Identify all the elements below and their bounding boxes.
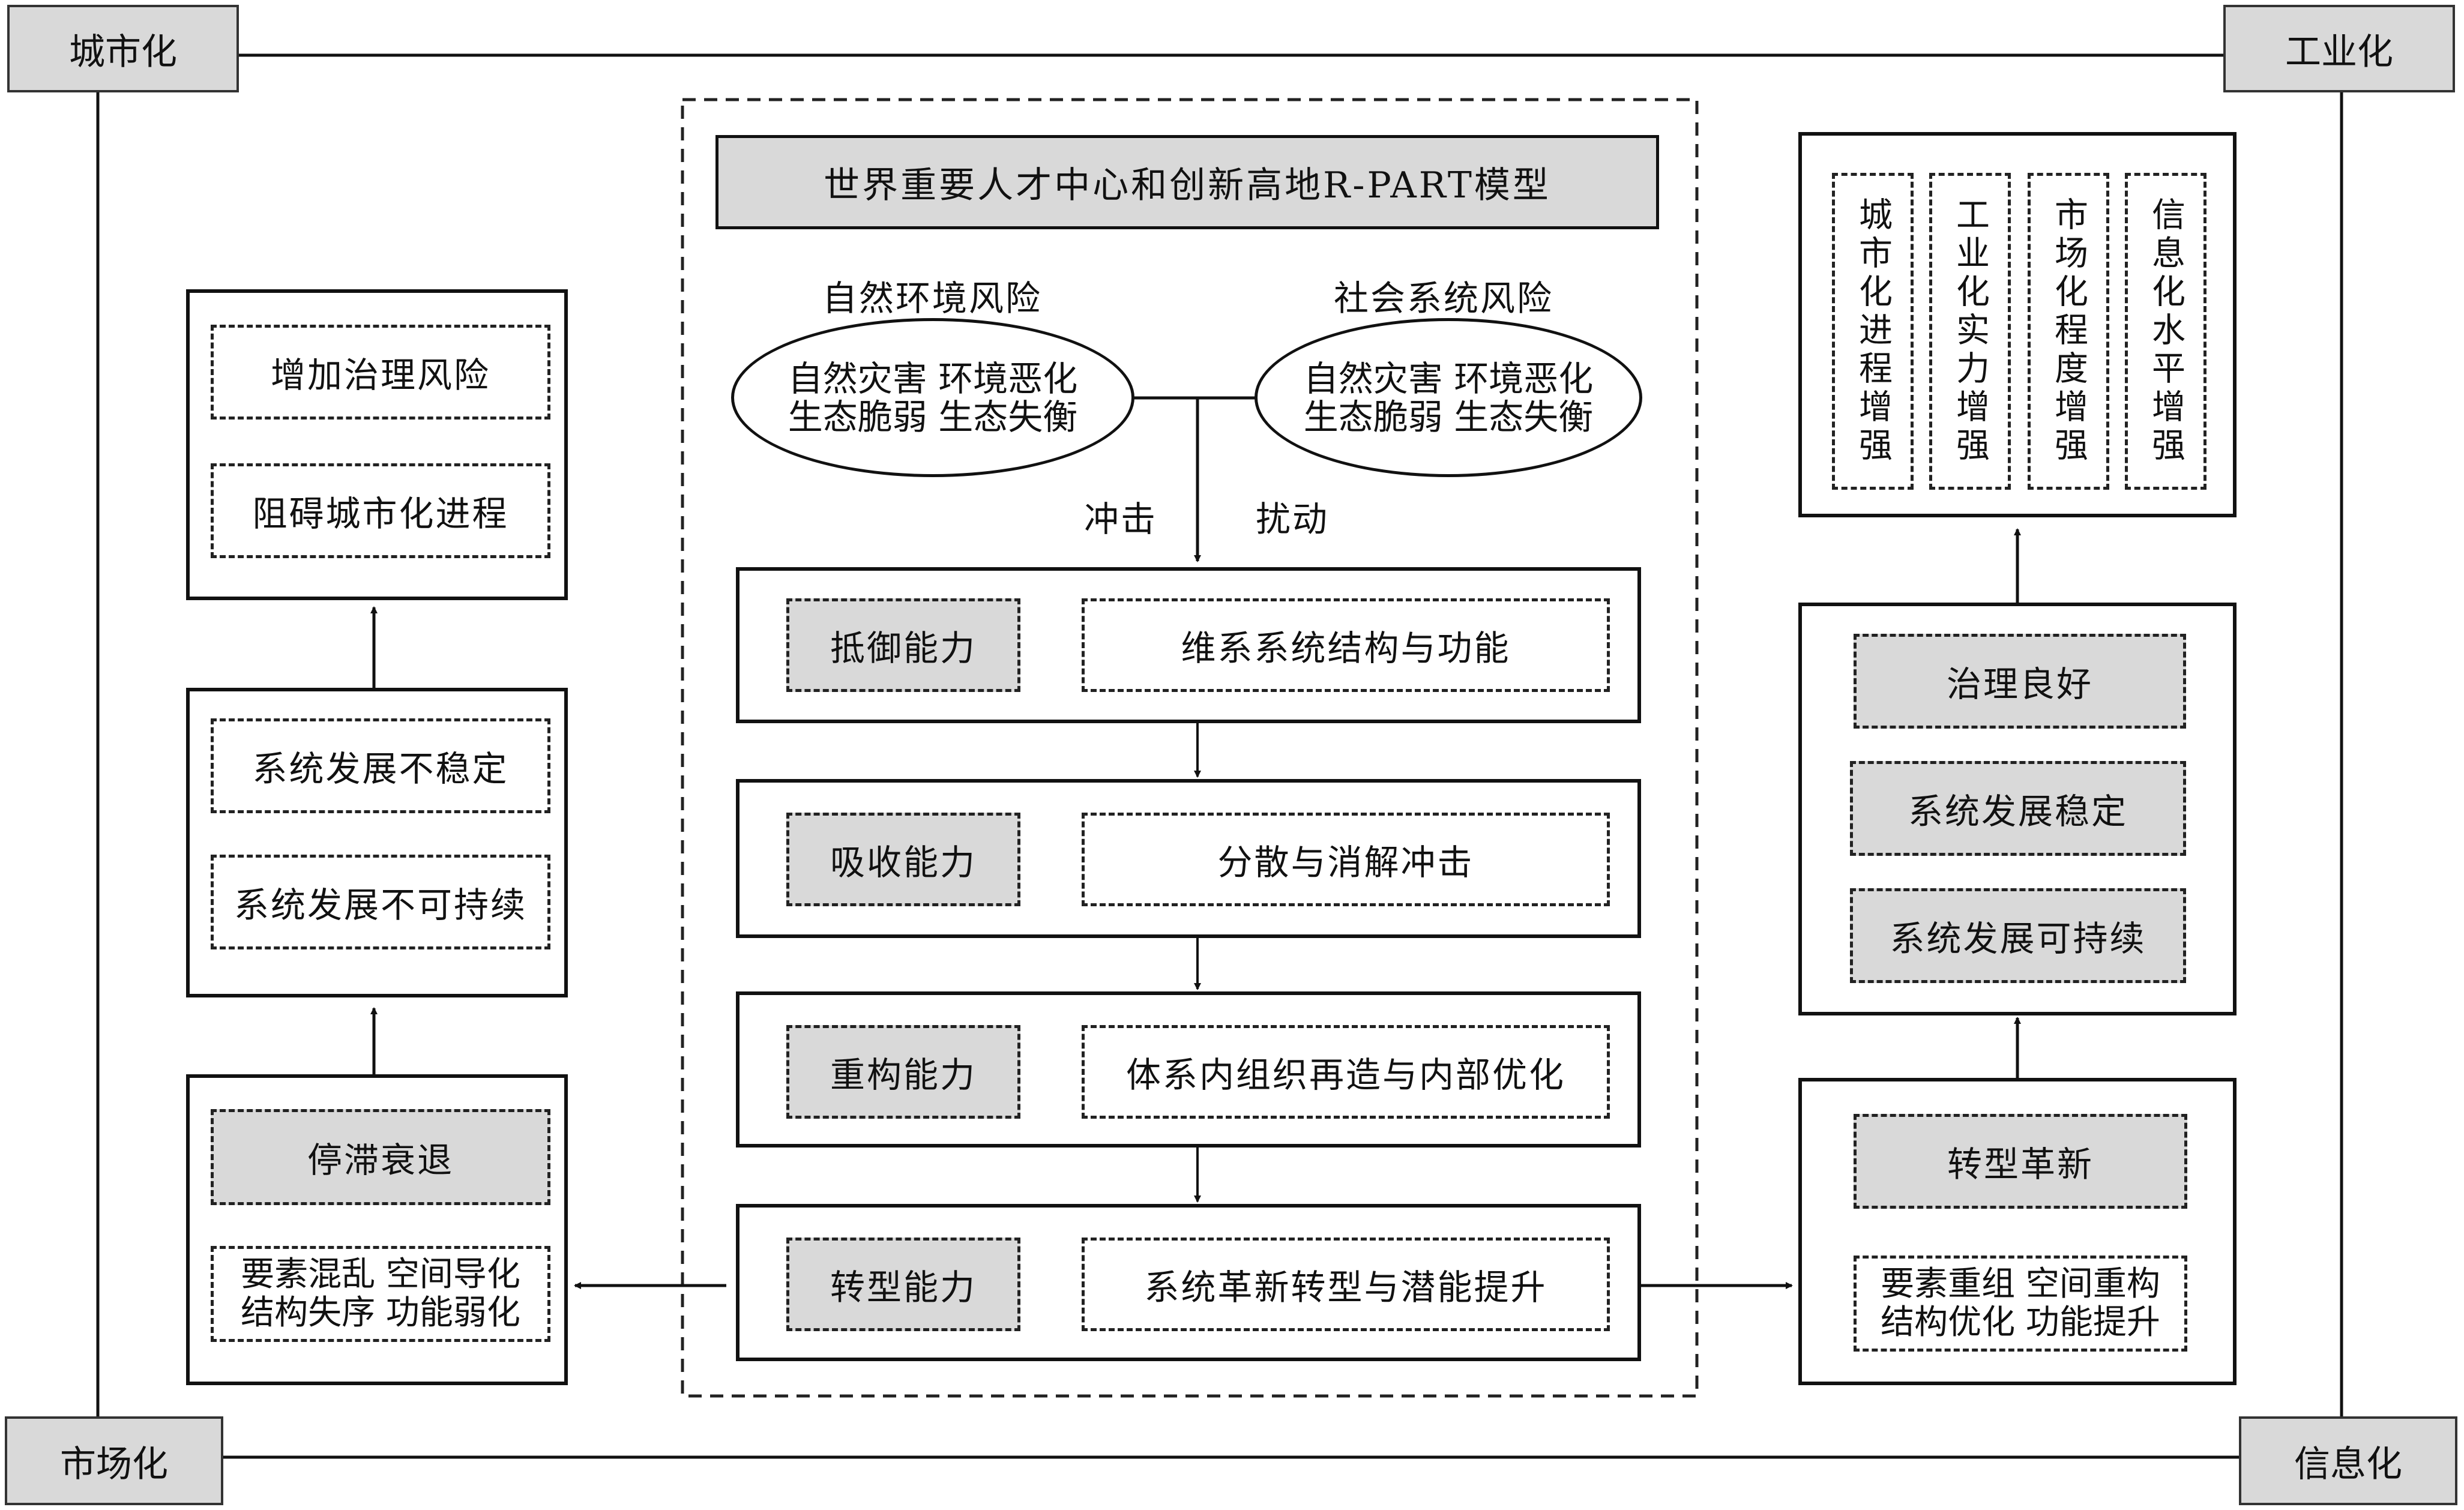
left-governance-box: 增加治理风险 阻碍城市化进程 bbox=[186, 289, 568, 600]
natural-risk-line1: 自然灾害 环境恶化 bbox=[788, 358, 1078, 399]
disturb-label: 扰动 bbox=[1256, 499, 1330, 540]
capability-resist: 抵御能力 维系系统结构与功能 bbox=[736, 567, 1641, 723]
capability-rebuild-name: 重构能力 bbox=[786, 1025, 1020, 1119]
right-outcome-informatization: 信息化水平增强 bbox=[2125, 173, 2206, 490]
left-stagnation-detail: 要素混乱 空间导化 结构失序 功能弱化 bbox=[211, 1246, 550, 1342]
left-governance-item-1: 增加治理风险 bbox=[211, 325, 550, 420]
capability-resist-desc: 维系系统结构与功能 bbox=[1082, 598, 1610, 692]
right-stability-item-2: 系统发展稳定 bbox=[1850, 761, 2186, 856]
left-stagnation-box: 停滞衰退 要素混乱 空间导化 结构失序 功能弱化 bbox=[186, 1074, 568, 1385]
right-outcome-urbanization: 城市化进程增强 bbox=[1832, 173, 1914, 490]
corner-informatization: 信息化 bbox=[2239, 1416, 2457, 1505]
left-governance-item-2: 阻碍城市化进程 bbox=[211, 463, 550, 558]
natural-risk-line2: 生态脆弱 生态失衡 bbox=[788, 396, 1078, 438]
right-outcome-industrialization: 工业化实力增强 bbox=[1929, 173, 2011, 490]
left-stagnation-line1: 要素混乱 空间导化 bbox=[241, 1255, 520, 1294]
left-instability-item-2: 系统发展不可持续 bbox=[211, 855, 550, 949]
capability-transform-desc: 系统革新转型与潜能提升 bbox=[1082, 1238, 1610, 1331]
right-stability-item-1: 治理良好 bbox=[1854, 634, 2186, 729]
capability-rebuild: 重构能力 体系内组织再造与内部优化 bbox=[736, 991, 1641, 1148]
left-stagnation-line2: 结构失序 功能弱化 bbox=[241, 1293, 520, 1332]
natural-risk-ellipse: 自然灾害 环境恶化 生态脆弱 生态失衡 bbox=[731, 318, 1134, 477]
left-instability-box: 系统发展不稳定 系统发展不可持续 bbox=[186, 688, 568, 997]
corner-urbanization: 城市化 bbox=[7, 5, 239, 92]
model-title-text: 世界重要人才中心和创新高地R-PART模型 bbox=[824, 164, 1551, 206]
right-renewal-head: 转型革新 bbox=[1854, 1114, 2187, 1209]
natural-risk-title: 自然环境风险 bbox=[822, 278, 1043, 319]
right-stability-box: 治理良好 系统发展稳定 系统发展可持续 bbox=[1798, 603, 2237, 1015]
right-renewal-line2: 结构优化 功能提升 bbox=[1881, 1303, 2160, 1342]
left-stagnation-head: 停滞衰退 bbox=[211, 1109, 550, 1205]
capability-absorb-desc: 分散与消解冲击 bbox=[1082, 813, 1610, 906]
left-instability-item-1: 系统发展不稳定 bbox=[211, 718, 550, 813]
corner-industrialization-label: 工业化 bbox=[2285, 31, 2393, 73]
capability-resist-name: 抵御能力 bbox=[786, 598, 1020, 692]
right-outcome-marketization: 市场化程度增强 bbox=[2028, 173, 2109, 490]
capability-transform-name: 转型能力 bbox=[786, 1238, 1020, 1331]
right-renewal-box: 转型革新 要素重组 空间重构 结构优化 功能提升 bbox=[1798, 1078, 2237, 1385]
right-stability-item-3: 系统发展可持续 bbox=[1850, 888, 2186, 983]
corner-industrialization: 工业化 bbox=[2223, 5, 2455, 92]
right-renewal-detail: 要素重组 空间重构 结构优化 功能提升 bbox=[1854, 1256, 2187, 1352]
capability-transform: 转型能力 系统革新转型与潜能提升 bbox=[736, 1204, 1641, 1361]
social-risk-ellipse: 自然灾害 环境恶化 生态脆弱 生态失衡 bbox=[1255, 318, 1642, 477]
corner-urbanization-label: 城市化 bbox=[69, 31, 177, 73]
right-outcomes-box: 城市化进程增强 工业化实力增强 市场化程度增强 信息化水平增强 bbox=[1798, 132, 2237, 517]
impact-label: 冲击 bbox=[1084, 499, 1158, 540]
capability-absorb-name: 吸收能力 bbox=[786, 813, 1020, 906]
model-title: 世界重要人才中心和创新高地R-PART模型 bbox=[715, 135, 1659, 229]
capability-rebuild-desc: 体系内组织再造与内部优化 bbox=[1082, 1025, 1610, 1119]
corner-marketization: 市场化 bbox=[5, 1416, 223, 1505]
corner-informatization-label: 信息化 bbox=[2294, 1443, 2402, 1485]
social-risk-line2: 生态脆弱 生态失衡 bbox=[1303, 396, 1594, 438]
corner-marketization-label: 市场化 bbox=[60, 1443, 168, 1485]
social-risk-title: 社会系统风险 bbox=[1334, 278, 1554, 319]
center-dashed-frame bbox=[681, 98, 1699, 1398]
social-risk-line1: 自然灾害 环境恶化 bbox=[1303, 358, 1594, 399]
right-renewal-line1: 要素重组 空间重构 bbox=[1881, 1265, 2160, 1304]
capability-absorb: 吸收能力 分散与消解冲击 bbox=[736, 779, 1641, 938]
